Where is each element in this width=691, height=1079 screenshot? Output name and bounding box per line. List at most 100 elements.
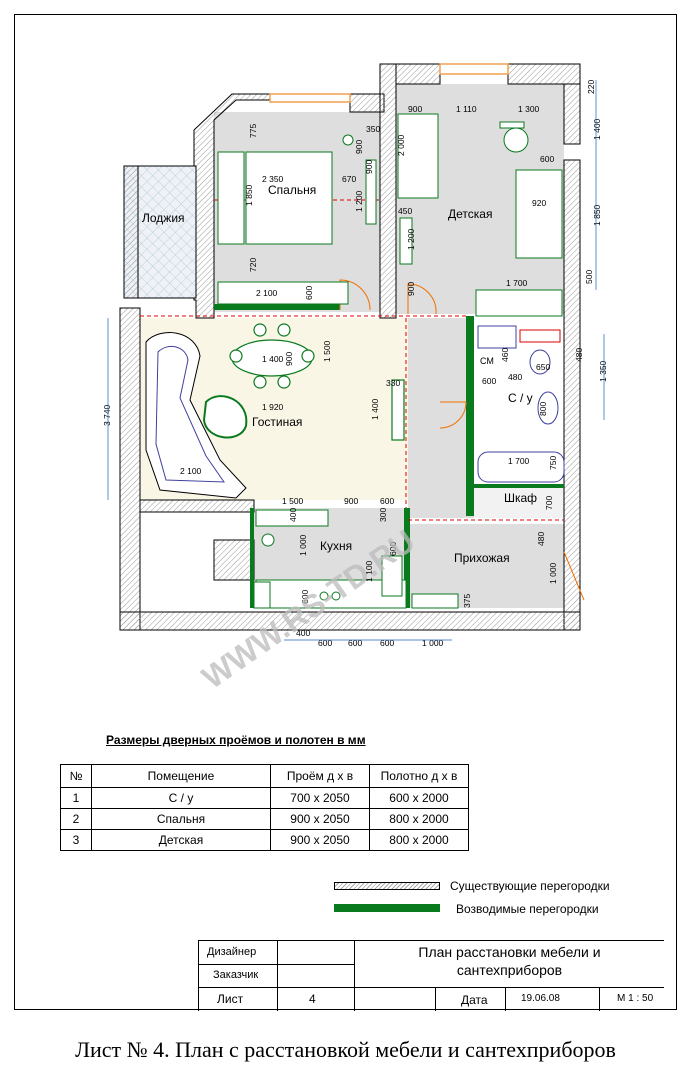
svg-text:1 200: 1 200 (354, 190, 364, 212)
room-label-nursery: Детская (448, 207, 492, 221)
room-label-kitchen: Кухня (320, 539, 352, 553)
svg-text:700: 700 (544, 496, 554, 510)
svg-text:1 000: 1 000 (422, 638, 444, 648)
table-cell: 1 (60, 787, 92, 809)
svg-text:600: 600 (318, 638, 332, 648)
door-sizes-title: Размеры дверных проёмов и полотен в мм (106, 733, 366, 747)
svg-text:600: 600 (380, 496, 394, 506)
svg-text:1 700: 1 700 (506, 278, 528, 288)
svg-text:1 500: 1 500 (322, 340, 332, 362)
svg-text:800: 800 (538, 402, 548, 416)
bedroom-furniture (217, 134, 377, 305)
svg-text:220: 220 (586, 80, 596, 94)
svg-text:600: 600 (540, 154, 554, 164)
drawing-sheet (14, 14, 677, 1010)
nursery-window (439, 63, 509, 75)
svg-text:2 100: 2 100 (180, 466, 202, 476)
table-cell: 3 (60, 829, 92, 851)
svg-text:2 100: 2 100 (256, 288, 278, 298)
existing-walls (119, 63, 581, 631)
svg-text:2 000: 2 000 (396, 134, 406, 156)
legend-existing-swatch (334, 882, 440, 890)
table-cell: 2 (60, 808, 92, 830)
header-cell: Полотно д х в (369, 764, 469, 788)
legend-new-swatch (334, 904, 440, 912)
customer-label: Заказчик (213, 969, 259, 981)
scale-value: М 1 : 50 (617, 993, 654, 1004)
svg-text:400: 400 (296, 628, 310, 638)
sheet-label: Лист (217, 992, 244, 1006)
sheet-number: 4 (309, 992, 316, 1006)
room-label-hall: Прихожая (454, 551, 510, 565)
new-partitions (214, 304, 564, 608)
designer-label: Дизайнер (207, 946, 257, 958)
legend-existing-label: Существующие перегородки (450, 879, 610, 893)
svg-text:750: 750 (548, 456, 558, 470)
table-row: 2 Спальня 900 х 2050 800 х 2000 (60, 808, 469, 830)
svg-text:600: 600 (304, 286, 314, 300)
svg-text:350: 350 (366, 124, 380, 134)
floor-plan: Спальня Детская Лоджия Гостиная Кухня Пр… (102, 63, 608, 696)
drawing-title-line1: План расстановки мебели и (418, 944, 601, 960)
dimension-lines (107, 80, 605, 641)
svg-text:1 000: 1 000 (298, 534, 308, 556)
svg-text:480: 480 (574, 348, 584, 362)
svg-text:1 500: 1 500 (282, 496, 304, 506)
bedroom-window (269, 93, 351, 103)
table-row: 1 С / у 700 х 2050 600 х 2000 (60, 787, 469, 809)
table-cell: 700 х 2050 (270, 787, 370, 809)
bathroom-fixtures (477, 325, 565, 483)
svg-text:1 100: 1 100 (364, 560, 374, 582)
svg-text:1 700: 1 700 (508, 456, 530, 466)
svg-text:900: 900 (364, 160, 374, 174)
table-cell: 800 х 2000 (369, 808, 469, 830)
header-cell: Проём д х в (270, 764, 370, 788)
drawing-title-line2: сантехприборов (456, 962, 563, 978)
nursery-furniture (397, 113, 563, 317)
svg-text:600: 600 (388, 542, 398, 556)
title-block: Дизайнер Заказчик Лист 4 План расстановк… (198, 940, 664, 1011)
svg-text:900: 900 (408, 104, 422, 114)
svg-text:300: 300 (378, 508, 388, 522)
room-label-living: Гостиная (252, 415, 302, 429)
loggia-wall (123, 165, 139, 299)
svg-text:720: 720 (248, 258, 258, 272)
room-label-closet: Шкаф (504, 491, 537, 505)
svg-text:1 000: 1 000 (548, 562, 558, 584)
table-cell: 900 х 2050 (270, 808, 370, 830)
svg-text:900: 900 (354, 140, 364, 154)
door-sizes-table: № Помещение Проём д х в Полотно д х в 1 … (60, 764, 469, 851)
svg-text:480: 480 (508, 372, 522, 382)
table-header-row: № Помещение Проём д х в Полотно д х в (60, 764, 469, 788)
svg-text:2 350: 2 350 (262, 174, 284, 184)
svg-text:600: 600 (482, 376, 496, 386)
svg-text:600: 600 (300, 590, 310, 604)
svg-text:500: 500 (584, 270, 594, 284)
date-label: Дата (461, 993, 488, 1007)
svg-text:1 400: 1 400 (262, 354, 284, 364)
figure-caption: Лист № 4. План с расстановкой мебели и с… (75, 1037, 616, 1062)
dimensions: 2 350 670 1 850 720 2 100 600 775 350 90… (102, 80, 608, 648)
svg-text:375: 375 (462, 594, 472, 608)
svg-text:1 350: 1 350 (598, 360, 608, 382)
doors (339, 279, 585, 601)
svg-text:1 200: 1 200 (406, 228, 416, 250)
drawing-title: План расстановки мебели и сантехприборов (355, 943, 664, 979)
svg-text:900: 900 (406, 282, 416, 296)
svg-text:1 400: 1 400 (370, 398, 380, 420)
header-cell: Помещение (91, 764, 271, 788)
corridor-floor (408, 318, 474, 518)
svg-text:775: 775 (248, 124, 258, 138)
svg-text:3 740: 3 740 (102, 404, 112, 426)
header-cell: № (60, 764, 92, 788)
svg-text:1 850: 1 850 (244, 184, 254, 206)
svg-text:330: 330 (386, 378, 400, 388)
sofa (145, 332, 247, 499)
svg-text:670: 670 (342, 174, 356, 184)
table-cell: 900 х 2050 (270, 829, 370, 851)
svg-text:1 400: 1 400 (592, 118, 602, 140)
hall-furniture (253, 581, 459, 609)
table-cell: 800 х 2000 (369, 829, 469, 851)
table-cell: Детская (91, 829, 271, 851)
svg-text:400: 400 (288, 508, 298, 522)
